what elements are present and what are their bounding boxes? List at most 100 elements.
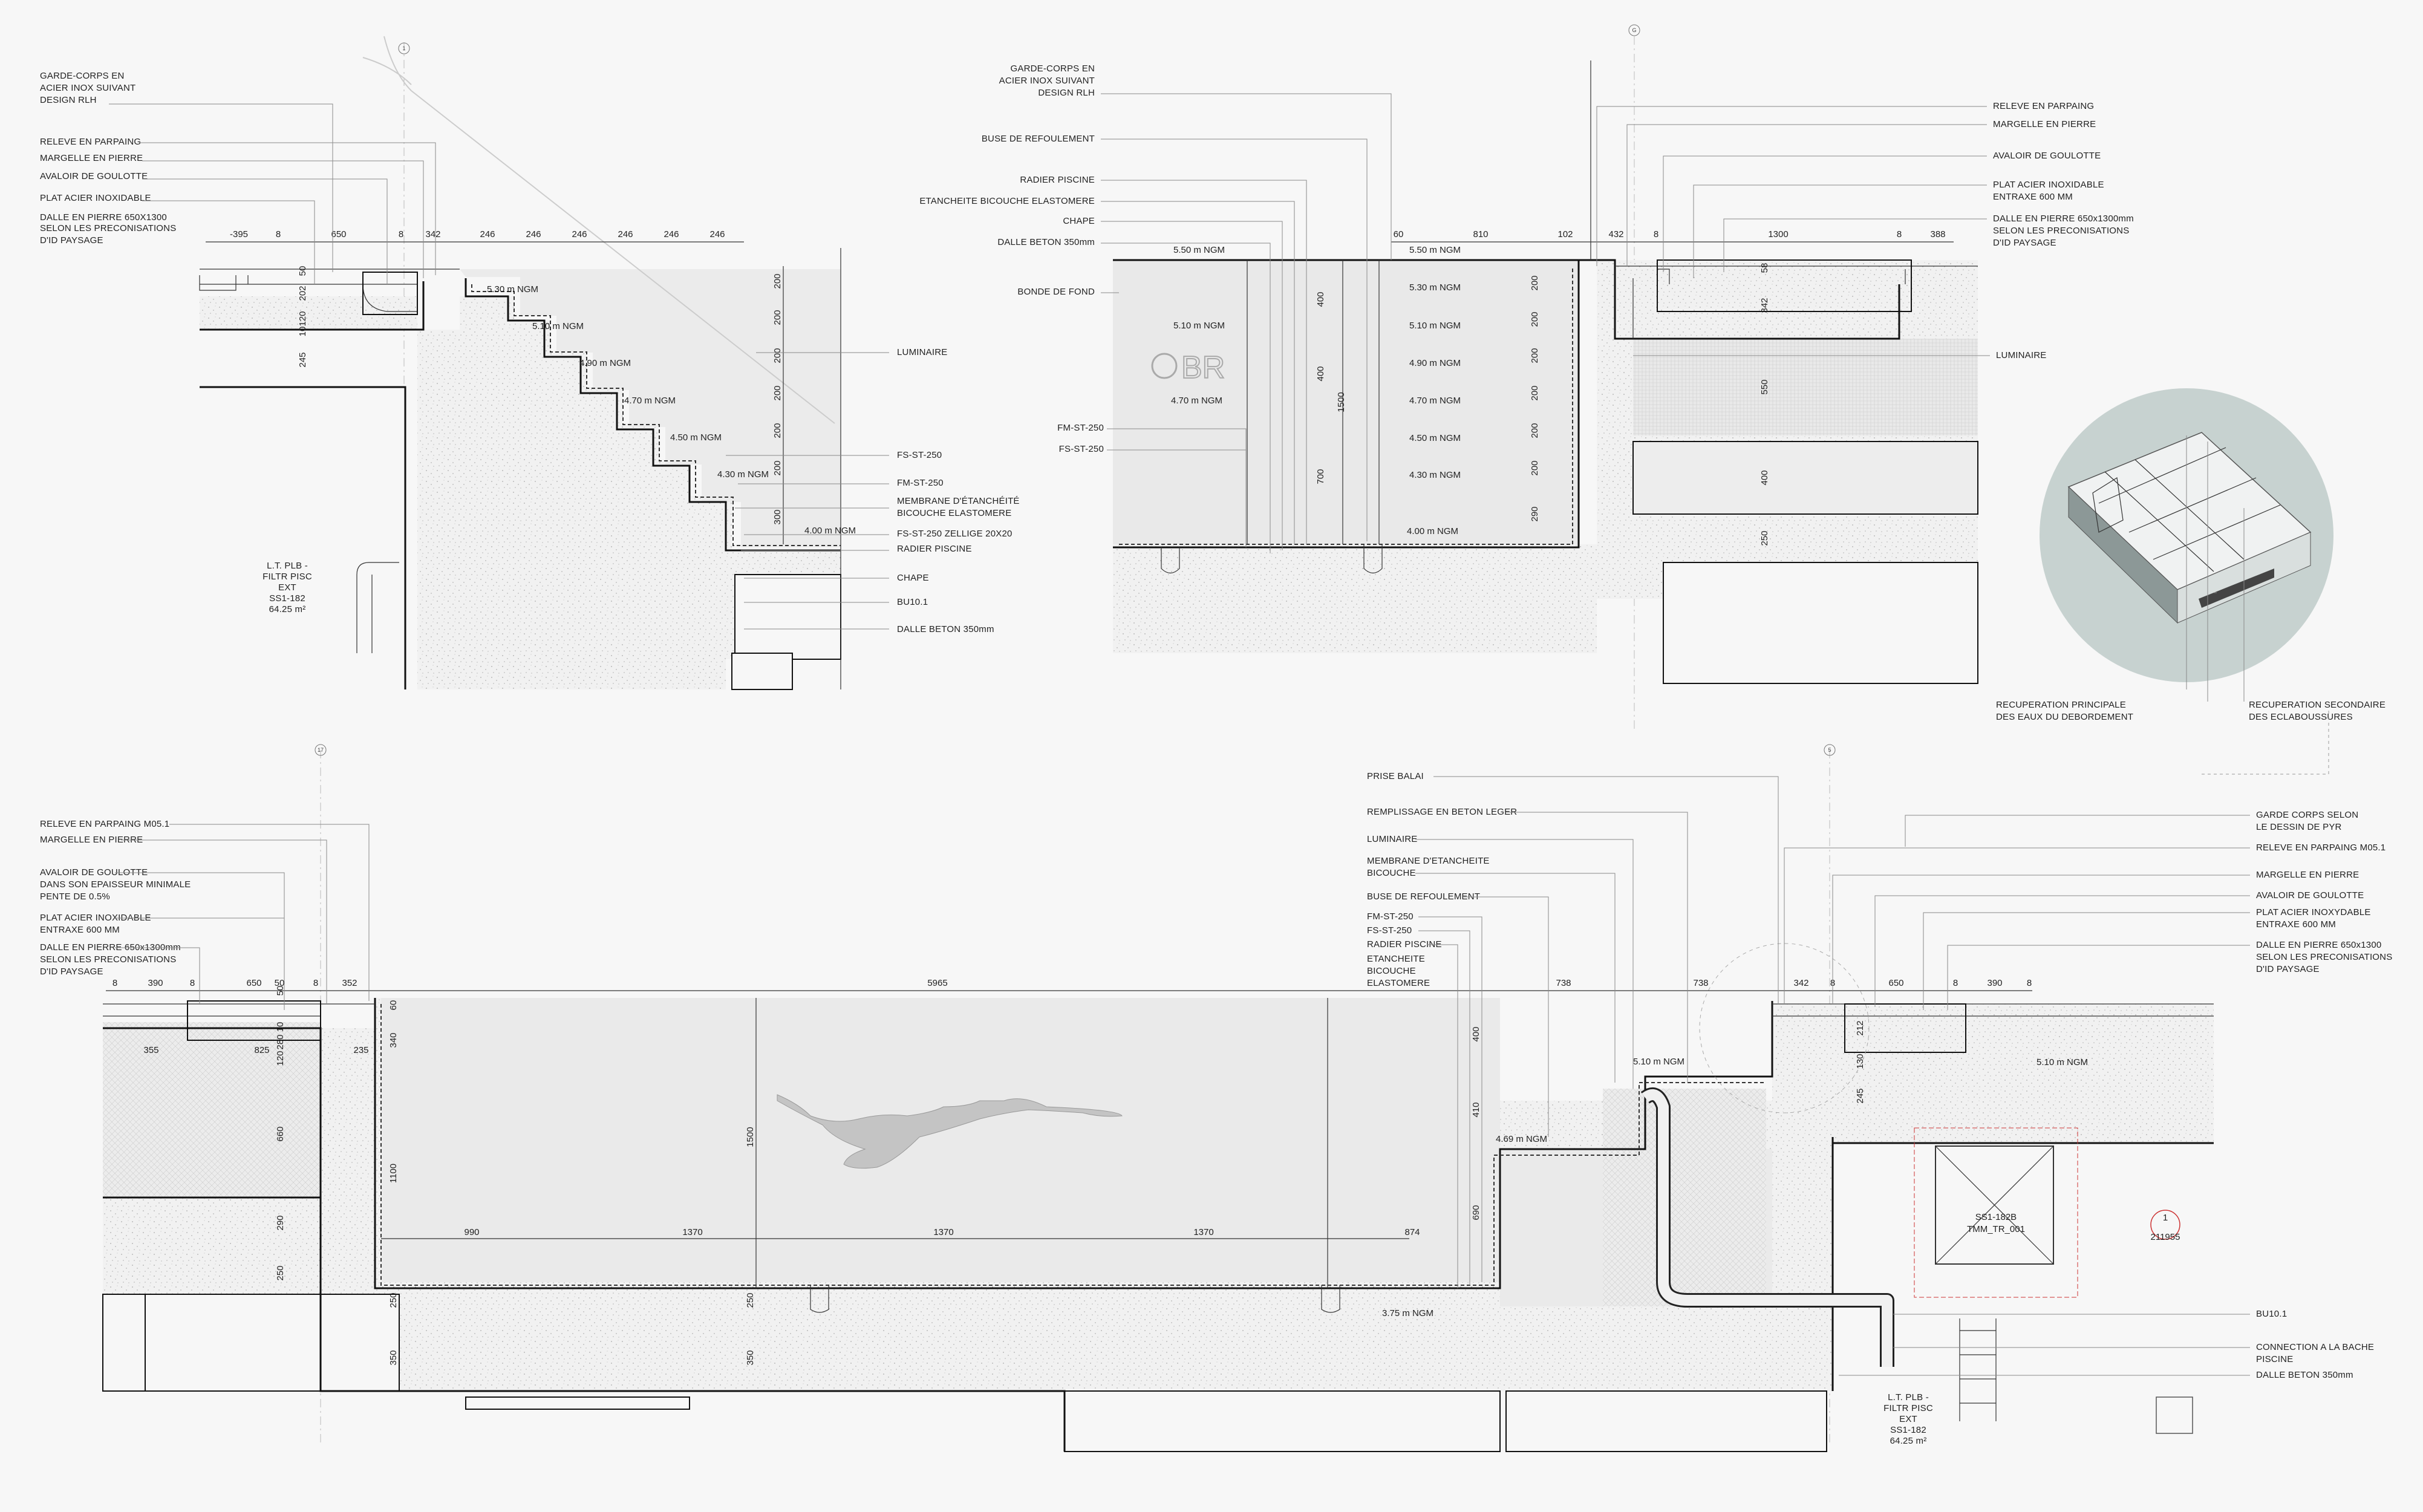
svg-text:246: 246 xyxy=(480,229,495,240)
svg-text:FS-ST-250: FS-ST-250 xyxy=(1059,444,1104,454)
svg-text:L.T. PLB -: L.T. PLB - xyxy=(1888,1392,1929,1403)
svg-text:245: 245 xyxy=(298,352,308,367)
level-markers: 5.10 m NGM 4.69 m NGM 3.75 m NGM 5.10 m … xyxy=(1382,1057,2088,1318)
svg-text:SS1-182B: SS1-182B xyxy=(1975,1212,2017,1222)
svg-text:246: 246 xyxy=(526,229,541,240)
svg-text:400: 400 xyxy=(1471,1026,1481,1041)
slab-outline xyxy=(200,386,406,689)
svg-text:RECUPERATION SECONDAIRE: RECUPERATION SECONDAIRE xyxy=(2249,700,2385,710)
svg-text:200: 200 xyxy=(772,348,783,363)
gutter-left xyxy=(187,1000,321,1041)
svg-text:LUMINAIRE: LUMINAIRE xyxy=(1996,350,2046,360)
svg-text:PISCINE: PISCINE xyxy=(2256,1354,2293,1364)
callout: DESIGN RLH xyxy=(40,95,97,105)
svg-text:RECUPERATION PRINCIPALE: RECUPERATION PRINCIPALE xyxy=(1996,700,2126,710)
svg-text:ETANCHEITE: ETANCHEITE xyxy=(1367,954,1425,964)
svg-text:1370: 1370 xyxy=(933,1227,953,1237)
svg-text:874: 874 xyxy=(1404,1227,1420,1237)
svg-text:200: 200 xyxy=(1530,423,1540,438)
svg-text:DESIGN RLH: DESIGN RLH xyxy=(1038,88,1095,98)
svg-text:LUMINAIRE: LUMINAIRE xyxy=(1367,834,1417,844)
top-dimensions: 60 810 102 432 8 1300 8 388 xyxy=(1394,229,1946,240)
svg-text:200: 200 xyxy=(772,385,783,400)
axis-bubble xyxy=(1824,744,1836,756)
section-2: G BR 5.50 m NGM 5.10 m NGM 4.70 m NGM 5.… xyxy=(919,24,2134,732)
svg-text:1500: 1500 xyxy=(745,1127,755,1147)
svg-text:352: 352 xyxy=(342,978,357,988)
level-label: 4.50 m NGM xyxy=(670,432,722,443)
svg-text:825: 825 xyxy=(254,1045,269,1055)
callout: RELEVE EN PARPAING xyxy=(40,137,141,147)
axis-bubble xyxy=(1628,24,1640,36)
svg-text:5.10 m NGM: 5.10 m NGM xyxy=(1173,321,1225,331)
svg-text:BU10.1: BU10.1 xyxy=(2256,1309,2287,1319)
level-markers: 5.30 m NGM 5.10 m NGM 4.90 m NGM 4.70 m … xyxy=(487,284,856,536)
svg-text:DALLE EN PIERRE 650x1300: DALLE EN PIERRE 650x1300 xyxy=(2256,940,2381,950)
callout: MARGELLE EN PIERRE xyxy=(40,153,143,163)
svg-text:250: 250 xyxy=(745,1292,755,1308)
svg-text:10: 10 xyxy=(275,1022,285,1032)
gutter xyxy=(1657,259,1912,312)
svg-text:5.50 m NGM: 5.50 m NGM xyxy=(1409,245,1461,255)
svg-text:400: 400 xyxy=(1316,366,1326,381)
room-tag: L.T. PLB - FILTR PISC EXT SS1-182 64.25 … xyxy=(263,561,312,614)
svg-text:ETANCHEITE BICOUCHE ELASTOMERE: ETANCHEITE BICOUCHE ELASTOMERE xyxy=(919,196,1095,206)
svg-text:RADIER PISCINE: RADIER PISCINE xyxy=(1367,939,1442,950)
coping-detail xyxy=(199,269,460,312)
axis-label: 1 xyxy=(402,45,405,51)
detail-callout-circle xyxy=(1699,943,1870,1113)
svg-text:650: 650 xyxy=(1888,978,1903,988)
level-label: 4.70 m NGM xyxy=(624,396,676,406)
svg-text:1100: 1100 xyxy=(388,1164,399,1183)
svg-text:342: 342 xyxy=(1793,978,1808,988)
svg-text:FM-ST-250: FM-ST-250 xyxy=(1367,911,1414,922)
svg-text:PRISE BALAI: PRISE BALAI xyxy=(1367,771,1424,781)
svg-text:ENTRAXE 600 MM: ENTRAXE 600 MM xyxy=(40,925,120,935)
section3-mid-callouts: PRISE BALAI REMPLISSAGE EN BETON LEGER L… xyxy=(1367,771,1517,988)
svg-text:BICOUCHE: BICOUCHE xyxy=(1367,868,1416,878)
plant-room-void xyxy=(200,387,405,689)
svg-text:200: 200 xyxy=(1530,275,1540,290)
svg-text:TMM_TR_001: TMM_TR_001 xyxy=(1967,1224,2025,1234)
svg-text:8: 8 xyxy=(113,978,117,988)
svg-text:245: 245 xyxy=(1855,1088,1865,1103)
svg-text:1300: 1300 xyxy=(1768,229,1788,240)
svg-text:4.70 m NGM: 4.70 m NGM xyxy=(1409,396,1461,406)
svg-text:PLAT ACIER INOXIDABLE: PLAT ACIER INOXIDABLE xyxy=(40,913,151,923)
svg-text:DALLE EN PIERRE 650x1300mm: DALLE EN PIERRE 650x1300mm xyxy=(40,942,181,953)
svg-text:17: 17 xyxy=(318,747,324,753)
callout: GARDE-CORPS EN xyxy=(40,71,125,81)
svg-text:BUSE DE REFOULEMENT: BUSE DE REFOULEMENT xyxy=(982,134,1095,144)
railing xyxy=(383,36,835,424)
svg-text:200: 200 xyxy=(772,460,783,475)
svg-text:390: 390 xyxy=(148,978,163,988)
svg-text:BICOUCHE ELASTOMERE: BICOUCHE ELASTOMERE xyxy=(897,508,1011,518)
svg-text:64.25 m²: 64.25 m² xyxy=(1890,1436,1927,1446)
svg-text:390: 390 xyxy=(1987,978,2002,988)
svg-text:810: 810 xyxy=(1473,229,1488,240)
svg-text:CHAPE: CHAPE xyxy=(897,573,929,583)
svg-text:MARGELLE EN PIERRE: MARGELLE EN PIERRE xyxy=(40,835,143,845)
svg-text:400: 400 xyxy=(1759,470,1770,485)
svg-text:200: 200 xyxy=(1530,348,1540,363)
pool-water xyxy=(460,269,841,547)
svg-text:8: 8 xyxy=(313,978,318,988)
svg-text:L.T. PLB -: L.T. PLB - xyxy=(267,561,308,571)
section1-right-callouts: LUMINAIRE FS-ST-250 FM-ST-250 MEMBRANE D… xyxy=(897,347,1019,634)
svg-text:342: 342 xyxy=(425,229,440,240)
svg-text:AVALOIR DE GOULOTTE: AVALOIR DE GOULOTTE xyxy=(2256,890,2364,901)
svg-text:REMPLISSAGE EN BETON LEGER: REMPLISSAGE EN BETON LEGER xyxy=(1367,807,1517,817)
svg-text:PENTE DE 0.5%: PENTE DE 0.5% xyxy=(40,891,110,902)
svg-text:FS-ST-250 ZELLIGE 20X20: FS-ST-250 ZELLIGE 20X20 xyxy=(897,529,1013,539)
lower-void-2 xyxy=(731,653,793,690)
svg-text:FM-ST-250: FM-ST-250 xyxy=(1057,423,1104,433)
svg-text:102: 102 xyxy=(1557,229,1573,240)
svg-text:250: 250 xyxy=(1759,530,1770,546)
lower-room xyxy=(1663,562,1978,684)
svg-text:202: 202 xyxy=(298,285,308,301)
svg-text:235: 235 xyxy=(353,1045,368,1055)
svg-text:660: 660 xyxy=(275,1126,285,1141)
svg-text:SS1-182: SS1-182 xyxy=(1890,1425,1926,1435)
svg-text:212: 212 xyxy=(1855,1020,1865,1035)
